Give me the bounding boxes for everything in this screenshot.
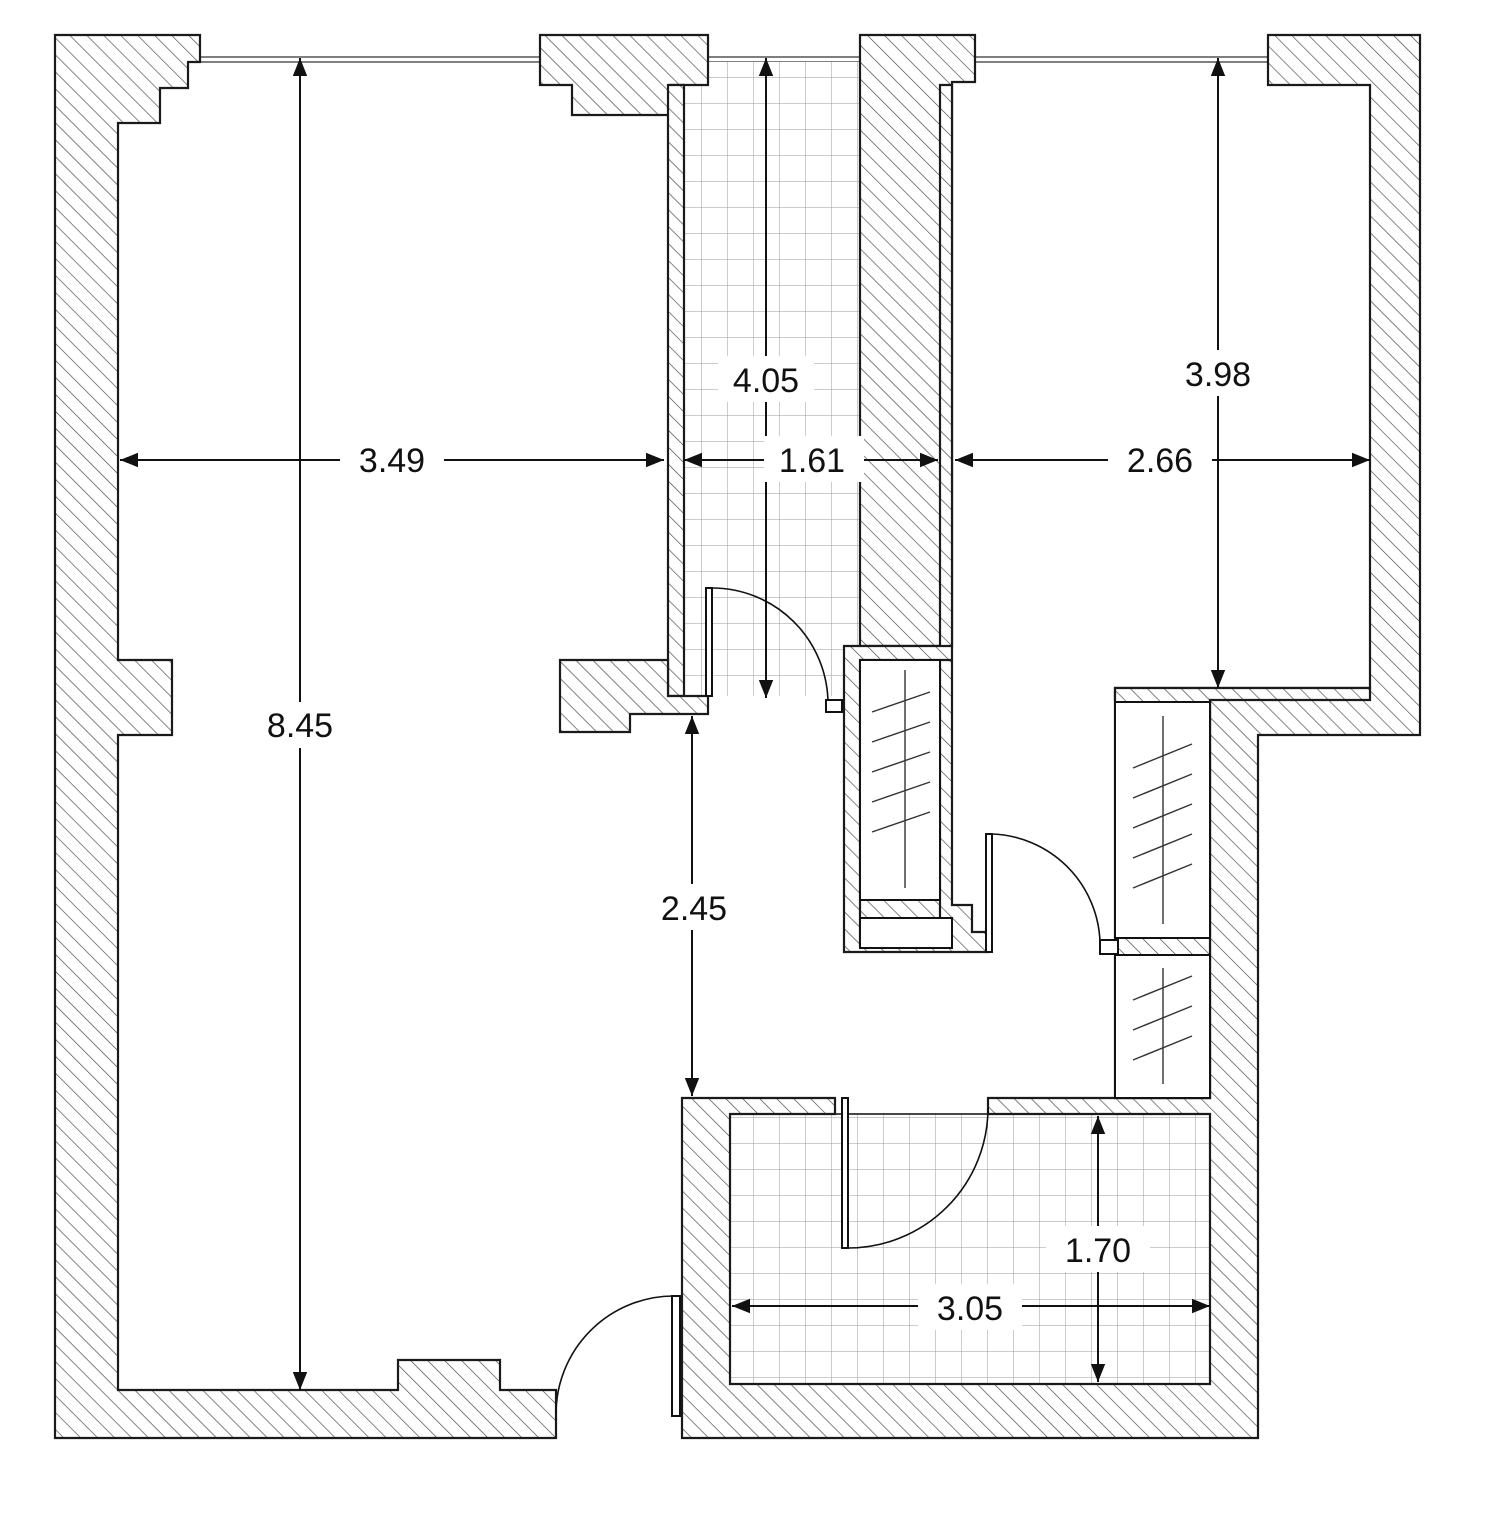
door-corridor — [705, 587, 843, 713]
dimension-labels: 8.45 3.49 4.05 1.61 3.98 2.66 2.45 1.70 … — [244, 350, 1268, 1330]
wall-pier-top-center-right — [858, 33, 977, 648]
dim-hall-length-label: 2.45 — [661, 890, 727, 928]
dim-bath-width-label: 3.05 — [937, 1290, 1003, 1328]
dim-right-room-height-label: 3.98 — [1185, 356, 1251, 394]
door-bathroom — [841, 1097, 989, 1249]
top-windows — [200, 56, 1268, 63]
dim-corridor-length-label: 4.05 — [733, 362, 799, 400]
wardrobe-right — [1114, 701, 1211, 1099]
door-entrance — [555, 1295, 681, 1417]
wall-pier-lower-left — [558, 658, 710, 734]
dim-right-room-width-label: 2.66 — [1127, 442, 1193, 480]
wall-corridor-left — [666, 83, 686, 698]
dim-corridor-width-label: 1.61 — [779, 442, 845, 480]
wall-left-room — [53, 33, 558, 1440]
wardrobe-center — [859, 659, 953, 949]
dim-left-room-width-label: 3.49 — [359, 442, 425, 480]
dim-bath-height-label: 1.70 — [1065, 1232, 1131, 1270]
door-right-hall — [985, 833, 1119, 955]
dim-left-room-height-label: 8.45 — [267, 707, 333, 745]
